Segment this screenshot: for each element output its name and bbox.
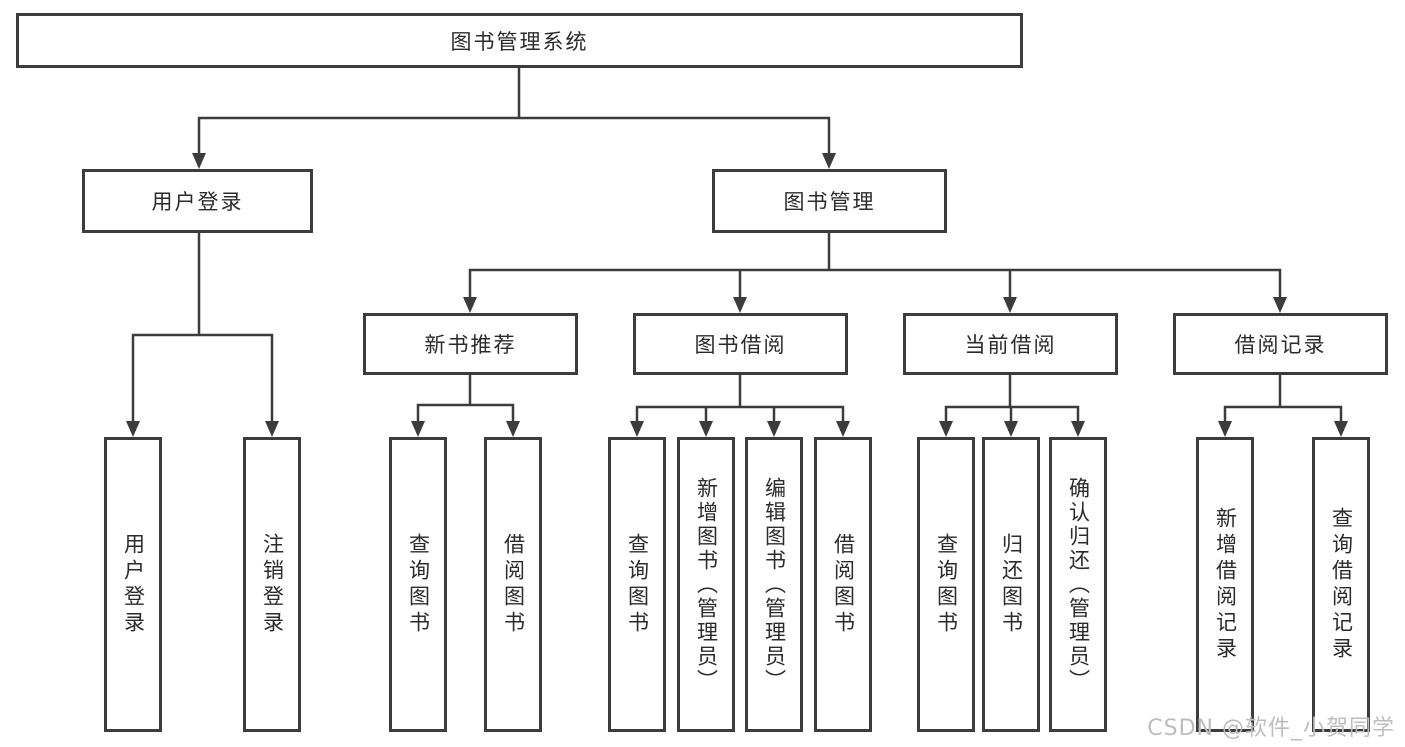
connector-bookmgmt-to-level3 [468,233,1282,300]
leaf-user-login: 用户登录 [104,437,162,732]
arrow-down-icon [1004,421,1018,437]
leaf-confirm-return-admin: 确认归还（管理员） [1049,437,1107,732]
arrow-down-icon [506,421,520,437]
leaf-edit-book-admin: 编辑图书（管理员） [745,437,803,732]
arrow-down-icon [1071,421,1085,437]
connector-currentborrow-to-leaves [944,375,1080,424]
node-new-book-recommend: 新书推荐 [363,313,578,375]
connector-newbook-to-leaves [416,375,515,424]
leaf-query-books-recommend: 查询图书 [389,437,447,732]
arrow-down-icon [630,421,644,437]
arrow-down-icon [733,297,747,313]
node-borrow-record: 借阅记录 [1173,313,1388,375]
arrow-down-icon [822,153,836,169]
connector-root-to-level2 [197,68,831,156]
arrow-down-icon [767,421,781,437]
arrow-down-icon [192,153,206,169]
arrow-down-icon [265,421,279,437]
leaf-borrow-books-recommend: 借阅图书 [484,437,542,732]
node-book-borrow: 图书借阅 [633,313,848,375]
csdn-watermark: CSDN @软件_小贺同学 [1147,716,1395,741]
node-user-login: 用户登录 [82,169,313,233]
leaf-query-borrow-record: 查询借阅记录 [1312,437,1370,732]
arrow-down-icon [699,421,713,437]
arrow-down-icon [1273,297,1287,313]
leaf-borrow-books: 借阅图书 [814,437,872,732]
connector-bookborrow-to-leaves [635,375,845,424]
leaf-add-borrow-record: 新增借阅记录 [1196,437,1254,732]
leaf-add-book-admin: 新增图书（管理员） [677,437,735,732]
arrow-down-icon [1003,297,1017,313]
leaf-logout: 注销登录 [243,437,301,732]
node-current-borrow: 当前借阅 [903,313,1118,375]
leaf-return-book: 归还图书 [982,437,1040,732]
arrow-down-icon [939,421,953,437]
connector-userlogin-to-leaves [131,233,274,424]
node-book-management: 图书管理 [712,169,947,233]
arrowheads [126,153,1348,437]
arrow-down-icon [411,421,425,437]
connector-borrowrecord-to-leaves [1223,375,1343,424]
arrow-down-icon [836,421,850,437]
arrow-down-icon [126,421,140,437]
arrow-down-icon [1334,421,1348,437]
node-root-library-system: 图书管理系统 [16,13,1023,68]
leaf-query-books-current: 查询图书 [917,437,975,732]
arrow-down-icon [1218,421,1232,437]
arrow-down-icon [463,297,477,313]
leaf-query-books-borrow: 查询图书 [608,437,666,732]
